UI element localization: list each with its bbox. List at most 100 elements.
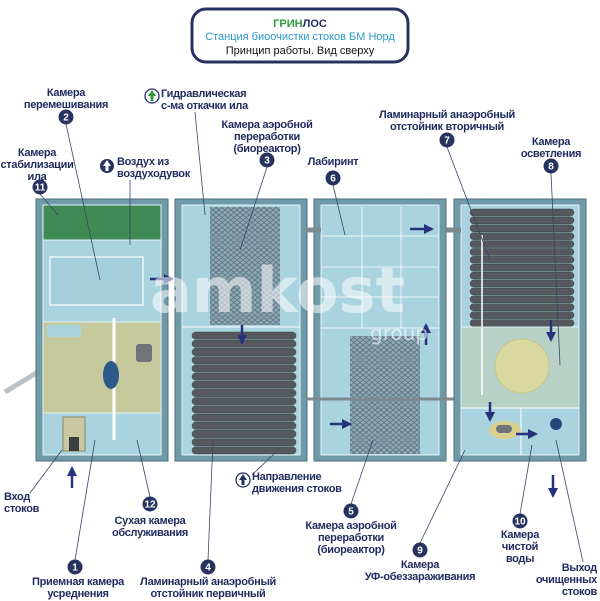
aerobic-media-5: [350, 336, 420, 454]
label-line: движения стоков: [252, 483, 342, 495]
label-line: (биореактор): [233, 143, 301, 155]
label-line: Камера: [47, 87, 86, 99]
tube: [469, 248, 575, 256]
label-line: осветления: [521, 148, 581, 160]
brand-dark: ЛОС: [303, 18, 327, 30]
svg-text:9: 9: [417, 546, 423, 557]
number-badge: 7: [439, 132, 455, 148]
label-line: очищенных: [536, 574, 598, 586]
flow-direction-icon: [235, 472, 251, 488]
tube: [191, 430, 297, 438]
laminar-tubes-secondary: [469, 208, 575, 327]
tank-a: [35, 198, 169, 462]
label-line: отстойник вторичный: [390, 121, 504, 133]
number-badge: 4: [200, 559, 216, 575]
svg-text:10: 10: [514, 517, 526, 528]
label-line: Вход: [4, 491, 30, 503]
svg-text:1: 1: [72, 563, 78, 574]
label-line: Ламинарный анаэробный: [379, 109, 515, 121]
label-line: Направление: [252, 471, 322, 483]
clean-water-pump: [550, 418, 562, 430]
tube: [469, 271, 575, 280]
tube: [469, 287, 575, 296]
tube: [469, 256, 575, 264]
tube: [191, 446, 297, 455]
watermark: amkost: [150, 254, 405, 327]
label-line: стоков: [4, 503, 40, 515]
label-line: Камера аэробной: [305, 520, 396, 532]
tube: [191, 339, 297, 348]
label-line: Гидравлическая: [161, 88, 246, 100]
label-line: Сухая камера: [114, 515, 186, 527]
label-line: Приемная камера: [32, 576, 125, 588]
subtitle: Станция биоочистки стоков БМ Норд: [205, 31, 395, 43]
tube: [469, 303, 575, 311]
tube: [191, 348, 297, 356]
label-line: отстойник первичный: [151, 588, 266, 600]
tube: [191, 397, 297, 406]
aerobic-media-3: [210, 207, 280, 325]
tank-d: [306, 198, 587, 462]
label-line: воды: [506, 553, 534, 565]
watermark-sub: group: [370, 321, 428, 345]
brand-green: ГРИН: [273, 18, 302, 30]
svg-text:7: 7: [444, 136, 450, 147]
tank-b: [150, 198, 308, 462]
label-line: Камера аэробной: [221, 119, 312, 131]
number-badge: 3: [259, 152, 275, 168]
label-line: Ламинарный анаэробный: [140, 576, 276, 588]
svg-text:2: 2: [63, 113, 69, 124]
pump: [103, 361, 119, 389]
title-box: ГРИНЛОС Станция биоочистки стоков БМ Нор…: [190, 7, 410, 64]
label-line: стабилизации: [0, 159, 73, 171]
clarifier-disk: [494, 338, 550, 394]
tube: [469, 232, 575, 240]
svg-text:11: 11: [35, 183, 46, 194]
number-badge: 2: [58, 109, 74, 125]
label-line: воздуходувок: [117, 168, 191, 180]
tube: [191, 389, 297, 397]
label-line: Камера: [501, 529, 540, 541]
svg-text:5: 5: [348, 507, 354, 518]
number-badge: 11: [32, 179, 48, 195]
number-badge: 12: [142, 496, 158, 512]
tube: [191, 364, 297, 373]
labyrinth-grid: [321, 207, 439, 329]
hydraulic-icon: [144, 88, 160, 104]
svg-text:ГРИНЛОС: ГРИНЛОС: [273, 18, 327, 30]
tube: [469, 216, 575, 225]
label-line: Воздух из: [117, 156, 170, 168]
air-icon: [100, 159, 114, 173]
tube: [191, 421, 297, 430]
laminar-tubes-primary: [191, 331, 297, 455]
inlet-pipe: [3, 369, 40, 395]
tube: [191, 438, 297, 447]
label-line: (биореактор): [317, 544, 385, 556]
tube: [191, 331, 297, 340]
number-badge: 10: [512, 513, 528, 529]
caption: Принцип работы. Вид сверху: [226, 45, 375, 57]
number-badge: 5: [343, 503, 359, 519]
label-line: чистой: [502, 541, 538, 553]
label-line: Камера: [18, 147, 57, 159]
leader-lines: [29, 111, 584, 563]
tube: [469, 224, 575, 232]
number-badge: 8: [543, 158, 559, 174]
label-line: обслуживания: [112, 527, 188, 539]
svg-text:6: 6: [330, 174, 336, 185]
number-badge: 1: [67, 559, 83, 575]
label-line: с-ма откачки ила: [161, 100, 249, 112]
svg-text:3: 3: [264, 156, 270, 167]
